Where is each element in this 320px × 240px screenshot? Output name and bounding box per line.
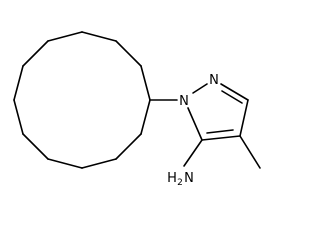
c4-c5-bond bbox=[201, 135, 241, 141]
amine-label: H 2 N bbox=[167, 171, 194, 188]
c3-c4-bond bbox=[239, 99, 249, 137]
ring-bond bbox=[47, 31, 83, 42]
amine-nitrogen-label: N bbox=[184, 171, 194, 186]
n2-atom-label: N bbox=[209, 73, 219, 88]
amine-hydrogen-count: 2 bbox=[177, 178, 183, 188]
pyrazole-ring bbox=[187, 83, 249, 141]
ring-bond bbox=[115, 133, 142, 160]
ring-bond bbox=[47, 158, 83, 169]
molecule-structure: N N H 2 N bbox=[13, 31, 261, 188]
ring-bond bbox=[140, 99, 151, 135]
ring-bond bbox=[13, 65, 24, 101]
ring-bond bbox=[140, 65, 151, 101]
ring-bond bbox=[115, 40, 142, 67]
c4-c5-bond-inner bbox=[206, 129, 234, 134]
ring-bond bbox=[22, 40, 49, 67]
ring-bond bbox=[13, 99, 24, 135]
amine-bond bbox=[183, 139, 203, 167]
ring-bond bbox=[81, 158, 117, 169]
cyclododecyl-ring bbox=[13, 31, 151, 169]
amine-hydrogen-label: H bbox=[167, 171, 177, 186]
n1-n2-bond bbox=[192, 83, 208, 94]
ring-bond bbox=[81, 31, 117, 42]
n1-atom-label: N bbox=[179, 94, 189, 109]
n2-c3-bond-inner bbox=[221, 90, 243, 104]
structure-canvas: N N H 2 N bbox=[13, 31, 261, 188]
methyl-bond bbox=[239, 135, 261, 169]
n2-c3-bond bbox=[220, 83, 249, 101]
c5-n1-bond bbox=[187, 107, 203, 141]
ring-bond bbox=[22, 133, 49, 160]
